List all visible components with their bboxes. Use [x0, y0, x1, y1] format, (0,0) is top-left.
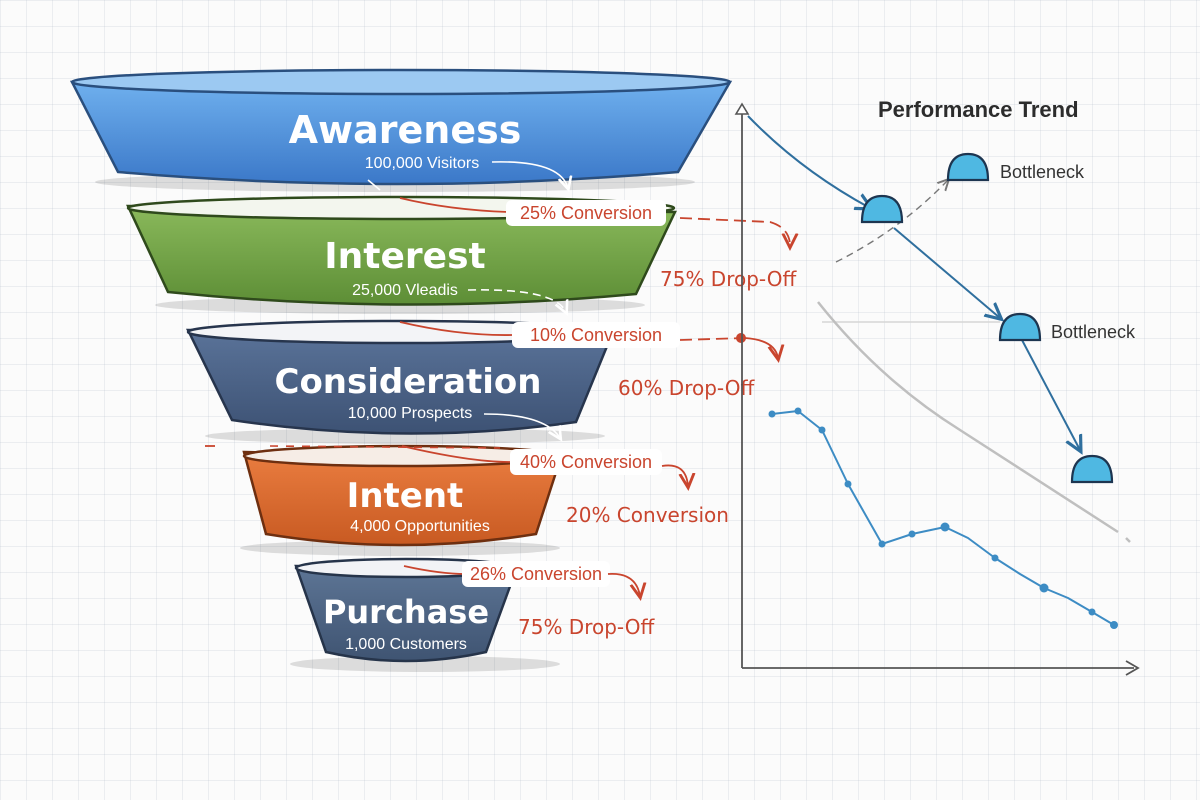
conversion-label-2: 10% Conversion: [530, 325, 662, 345]
conversion-label-1: 25% Conversion: [520, 203, 652, 223]
stage-name-awareness: Awareness: [289, 108, 522, 152]
stage-interest: Interest 25,000 Vleadis: [126, 195, 677, 314]
stage-name-interest: Interest: [324, 236, 485, 277]
trend-point: [818, 426, 826, 434]
stage-awareness: Awareness 100,000 Visitors: [69, 68, 733, 192]
chart-title: Performance Trend: [878, 97, 1079, 122]
stage-name-intent: Intent: [347, 476, 464, 516]
side-note-3: 20% Conversion: [566, 503, 729, 527]
trend-point: [1039, 583, 1049, 593]
trend-point: [1110, 621, 1118, 629]
stage-count-purchase: 1,000 Customers: [345, 636, 467, 653]
trend-point: [991, 554, 999, 562]
conversion-label-3: 40% Conversion: [520, 452, 652, 472]
bottleneck-marker: [1070, 454, 1114, 484]
bottleneck-label-1: Bottleneck: [1000, 162, 1085, 182]
side-note-2: 60% Drop-Off: [618, 376, 755, 400]
side-note-4: 75% Drop-Off: [518, 615, 655, 639]
side-notes: 75% Drop-Off 60% Drop-Off 20% Conversion…: [518, 267, 797, 639]
conversion-callouts: 25% Conversion 10% Conversion 40% Conver…: [205, 197, 790, 596]
trend-point: [768, 410, 776, 418]
stage-count-interest: 25,000 Vleadis: [352, 282, 458, 299]
trend-point: [878, 540, 886, 548]
trend-point: [1088, 608, 1096, 616]
side-note-1: 75% Drop-Off: [660, 267, 797, 291]
performance-trend-chart: Performance Trend Bottleneck Bottleneck: [734, 97, 1140, 676]
bottleneck-label-2: Bottleneck: [1051, 322, 1136, 342]
stage-count-intent: 4,000 Opportunities: [350, 518, 490, 535]
trend-point: [940, 522, 950, 532]
trend-line: [771, 410, 1115, 626]
stage-consideration: Consideration 10,000 Prospects: [185, 319, 614, 444]
bottleneck-marker: [946, 152, 990, 182]
bottleneck-marker: [860, 194, 904, 224]
trend-point: [794, 407, 802, 415]
stage-count-consideration: 10,000 Prospects: [348, 405, 473, 422]
stage-name-purchase: Purchase: [323, 593, 489, 631]
conversion-label-4: 26% Conversion: [470, 564, 602, 584]
trend-point: [908, 530, 916, 538]
stage-name-consideration: Consideration: [275, 362, 542, 402]
trend-guide-line: [817, 301, 1119, 534]
stage-purchase: Purchase 1,000 Customers: [290, 557, 560, 672]
trend-point: [844, 480, 852, 488]
bottleneck-marker: [998, 312, 1042, 342]
stage-count-awareness: 100,000 Visitors: [365, 155, 479, 172]
